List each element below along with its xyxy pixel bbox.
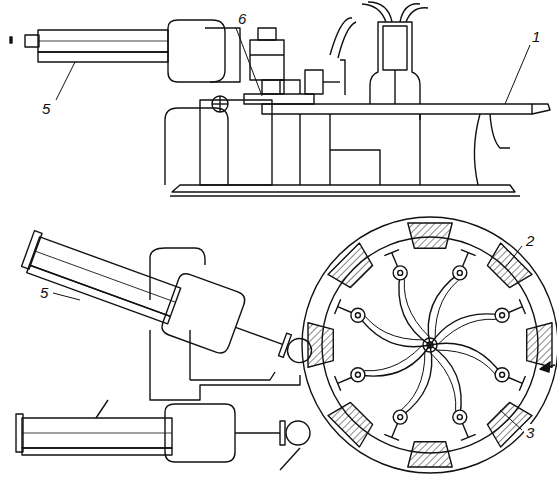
fixture-rod [384,434,399,440]
callout-number: 3 [524,424,536,441]
clamp-jaw [408,223,452,248]
leader-lines [53,28,530,430]
spoke [404,271,429,337]
clamp-jaw [408,442,452,467]
clamp-jaw [308,323,333,367]
clamp-jaw [328,243,373,288]
fixture-rod [519,376,525,391]
spoke [438,319,504,344]
fixture-rod [461,434,476,440]
fixture [495,368,509,382]
fixture-rod [519,299,525,314]
fixture [398,415,403,420]
callout-number: 6 [236,10,248,27]
fixture [398,270,403,275]
fixture-rod [509,378,523,384]
fixture [500,313,505,318]
carousel [308,223,552,467]
spoke [430,314,502,345]
fixture-rod [463,424,469,438]
fixture-rod [392,253,398,267]
fixture [457,415,462,420]
callout-number: 5 [40,100,52,117]
clamp-jaw [527,323,552,367]
plan-view [16,217,557,473]
spoke [356,346,422,371]
callout-number: 2 [524,232,536,249]
spoke [358,345,430,376]
fixture [351,368,365,382]
fixture [355,313,360,318]
fixture-rod [461,250,476,256]
fixture-rod [338,378,352,384]
fixture [393,410,407,424]
fixture-rod [384,250,399,256]
spoke [431,353,456,419]
fixture-rod [335,376,341,391]
clamp-jaw [328,402,373,447]
callout-number: 5 [38,284,50,301]
side-view [10,2,550,196]
fixture-rod [338,307,352,313]
fixture-rod [463,253,469,267]
fixture [393,266,407,280]
fixture-rod [335,299,341,314]
spoke [435,275,465,339]
fixture [500,372,505,377]
spoke [395,351,425,415]
fixture [351,308,365,322]
spoke [436,350,500,380]
callout-number: 1 [530,28,542,45]
fixture-rod [392,424,398,438]
fixture [453,266,467,280]
fixture [457,270,462,275]
fixture [355,372,360,377]
fixture-rod [509,307,523,313]
fixture [495,308,509,322]
spoke [360,310,424,340]
spoke [399,273,430,345]
spoke [430,345,461,417]
clamp-jaw [487,243,532,288]
fixture [453,410,467,424]
